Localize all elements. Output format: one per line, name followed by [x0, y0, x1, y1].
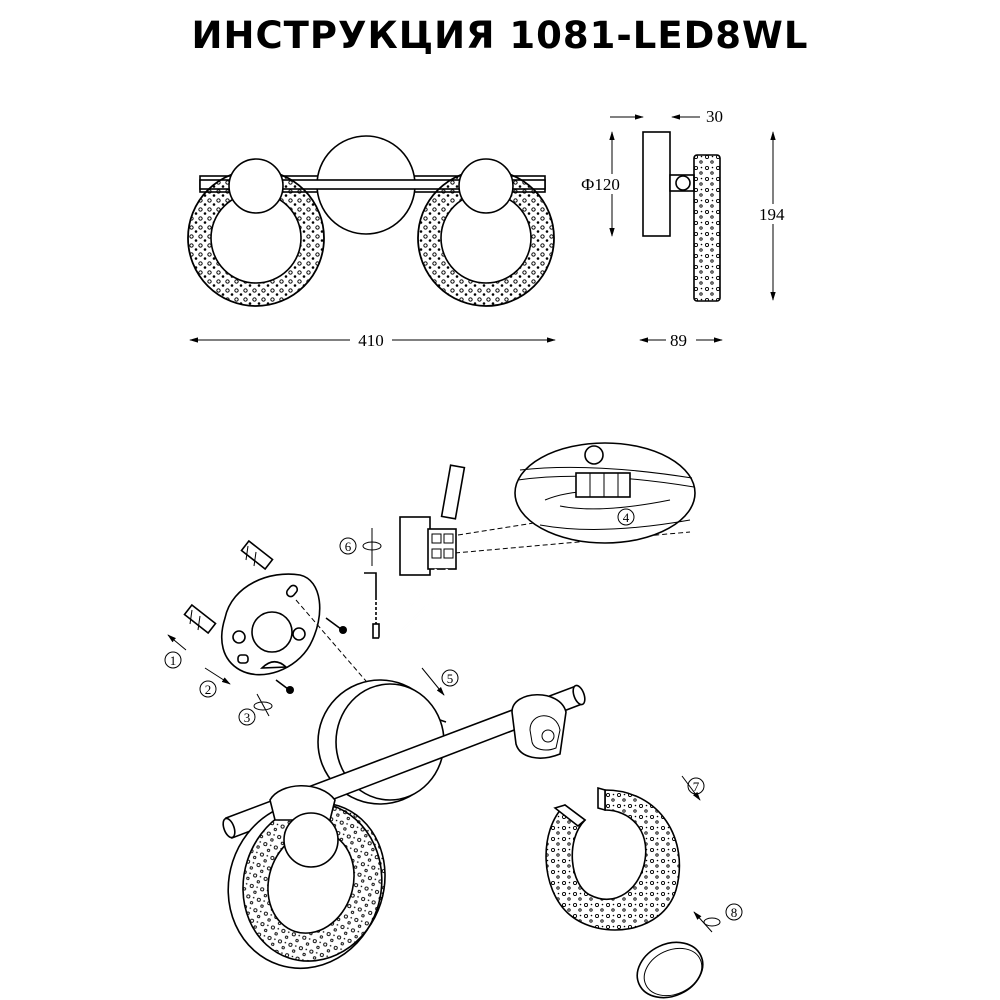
side-view: 30 Ф120 194 89: [578, 107, 796, 350]
step-5-label: 5: [447, 671, 454, 686]
step-3-marker: 3: [238, 693, 273, 726]
front-view: 410: [187, 135, 556, 350]
step-7-marker: 7: [687, 777, 705, 795]
step-4-marker: 4: [617, 508, 635, 526]
step-1-label: 1: [170, 653, 177, 668]
hex-key: [364, 572, 377, 600]
step-4-label: 4: [623, 510, 630, 525]
step-3-label: 3: [244, 710, 251, 725]
step-2-marker: 2: [199, 680, 217, 698]
step-1-marker: 1: [164, 651, 182, 669]
detail-inset: [514, 442, 696, 544]
diffuser-cap: [636, 941, 704, 999]
wall-anchor-upper: [240, 539, 274, 571]
wall-anchor-lower: [183, 603, 217, 635]
dim-depth-top-label: 30: [706, 107, 723, 126]
right-globe: [458, 158, 514, 214]
dim-height-label: 194: [759, 205, 785, 224]
step-6-marker: 6: [339, 528, 382, 566]
mounting-plate: [220, 573, 321, 676]
page-title: ИНСТРУКЦИЯ 1081-LED8WL: [191, 14, 809, 57]
step-2-label: 2: [205, 682, 212, 697]
left-globe: [228, 158, 284, 214]
step-6-label: 6: [345, 539, 352, 554]
wall-cable: [440, 464, 466, 520]
bar-clamp-right: [511, 693, 567, 759]
step-7-label: 7: [693, 779, 700, 794]
step-8-label: 8: [731, 905, 738, 920]
left-ring: [187, 158, 325, 307]
screw-lower: [275, 679, 294, 694]
assembly-view: 1 2 3 6: [164, 442, 743, 999]
screw-upper: [325, 617, 347, 634]
dim-depth-bottom-label: 89: [670, 331, 687, 350]
step-5-marker: 5: [441, 669, 459, 687]
loose-ring: [545, 786, 681, 931]
wall-plate: [642, 131, 671, 237]
step-8-marker: 8: [703, 903, 743, 927]
side-ring: [693, 154, 721, 302]
terminal-housing: [399, 516, 431, 576]
assembled-ring: [227, 784, 386, 970]
dim-width-label: 410: [358, 331, 384, 350]
assembled-globe: [283, 812, 339, 868]
right-ring: [417, 158, 555, 307]
dim-diameter-label: Ф120: [581, 175, 620, 194]
